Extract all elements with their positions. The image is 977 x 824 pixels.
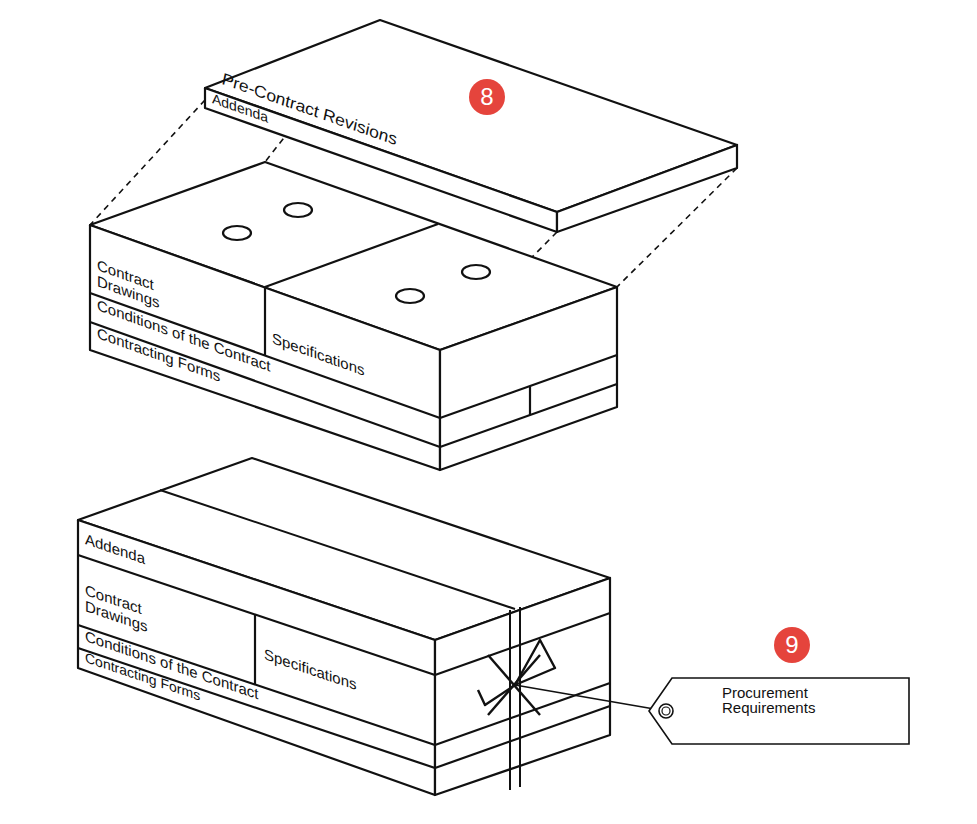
tag-text: Procurement Requirements bbox=[722, 685, 832, 715]
callout-number: 8 bbox=[469, 79, 505, 115]
callout-number: 9 bbox=[774, 627, 810, 663]
procurement-tag: Procurement Requirements bbox=[648, 677, 910, 745]
